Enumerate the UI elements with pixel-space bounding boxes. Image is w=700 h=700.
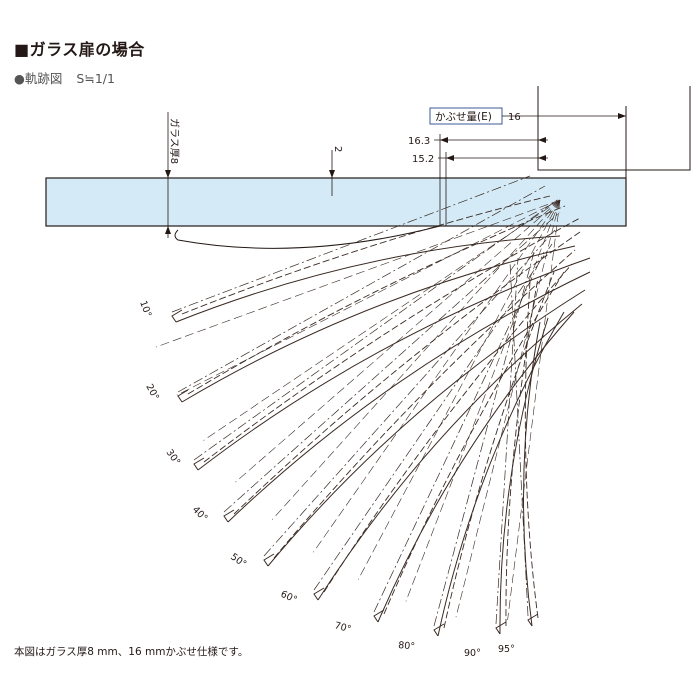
door-end-cap xyxy=(223,509,235,523)
angle-labels: 10° 20° 30° 40° 50° 60° 70° 80° 90° 95° xyxy=(137,299,515,659)
door-end-cap xyxy=(171,309,183,323)
door-trajectory-solid xyxy=(267,289,586,567)
angle-label: 40° xyxy=(190,504,210,524)
sweep-line xyxy=(203,199,561,441)
dim-16-3-label: 16.3 xyxy=(408,136,430,147)
closed-door-edge xyxy=(174,225,441,249)
trajectory-lines xyxy=(155,175,591,637)
arrow-head xyxy=(440,137,448,143)
arrow-head xyxy=(165,226,171,234)
door-trajectory-dashed xyxy=(203,217,581,463)
scale-label: S≒1/1 xyxy=(76,71,115,86)
glass-thickness-label: ガラス厚8 xyxy=(168,118,180,164)
angle-label: 30° xyxy=(164,447,183,467)
sweep-line xyxy=(455,199,561,618)
door-trajectory-solid xyxy=(377,311,575,623)
diagram-subtitle: ●軌跡図 S≒1/1 xyxy=(14,68,115,87)
angle-label: 95° xyxy=(498,644,515,655)
door-chord-line xyxy=(193,197,561,461)
dim-15-2-label: 15.2 xyxy=(412,154,434,165)
gap-dim-label: 2 xyxy=(332,146,343,152)
door-chord-line xyxy=(509,261,529,617)
door-trajectory-solid xyxy=(437,311,565,637)
angle-label: 80° xyxy=(398,640,416,652)
door-end-cap xyxy=(433,623,445,637)
door-trajectory-dashed xyxy=(187,205,566,395)
door-end-cap xyxy=(373,609,385,623)
cabinet-side-outline xyxy=(537,86,691,171)
door-trajectory-solid xyxy=(197,257,591,471)
page-title: ■ガラス扉の場合 xyxy=(14,40,145,59)
door-trajectory-dashed xyxy=(443,271,555,629)
door-trajectory-solid xyxy=(227,271,591,523)
arrow-head xyxy=(538,137,546,143)
sweep-line xyxy=(176,199,561,396)
door-trajectory-dashed xyxy=(273,249,576,559)
glass-door-panel xyxy=(45,177,627,227)
sweep-line xyxy=(405,199,561,602)
overlay-label: かぶせ量(E) xyxy=(435,111,492,123)
door-trajectory-solid xyxy=(499,317,549,635)
arrow-head xyxy=(329,170,335,178)
arrow-head xyxy=(618,113,626,119)
door-chord-line xyxy=(171,175,531,313)
arrow-head xyxy=(446,155,454,161)
footnote: 本図はガラス厚8 mm、16 mmかぶせ仕様です。 xyxy=(14,646,249,658)
sweep-line xyxy=(235,199,561,483)
arrow-head xyxy=(538,155,546,161)
sweep-line xyxy=(313,199,561,553)
door-end-cap xyxy=(313,587,325,601)
door-end-cap xyxy=(263,553,275,567)
door-trajectory-dashed xyxy=(524,281,539,619)
sweep-line xyxy=(272,199,561,520)
door-trajectory-solid xyxy=(181,245,576,403)
door-chord-line xyxy=(177,185,546,393)
angle-label: 90° xyxy=(464,648,481,659)
overlay-value: 16 xyxy=(508,112,521,123)
arrow-head xyxy=(165,170,171,178)
door-chord-line xyxy=(373,251,545,613)
door-trajectory-solid xyxy=(523,321,541,627)
door-trajectory-dashed xyxy=(505,277,539,627)
door-chord-line xyxy=(433,251,535,627)
sweep-line xyxy=(357,199,561,580)
door-chord-line xyxy=(495,257,519,625)
angle-label: 60° xyxy=(279,589,299,606)
door-end-cap xyxy=(177,389,189,403)
door-end-cap xyxy=(193,457,205,471)
door-chord-line xyxy=(263,229,556,557)
door-end-cap xyxy=(527,613,539,627)
angle-label: 70° xyxy=(333,620,352,635)
door-trajectory-solid xyxy=(175,235,561,323)
angle-label: 20° xyxy=(143,382,161,402)
angle-label: 50° xyxy=(228,551,248,570)
door-trajectory-dashed xyxy=(181,195,551,315)
door-chord-line xyxy=(313,243,553,591)
door-chord-line xyxy=(223,211,561,513)
door-trajectory-dashed xyxy=(233,231,581,515)
door-end-cap xyxy=(495,621,507,635)
subtitle-label: ●軌跡図 xyxy=(14,71,63,86)
sweep-line xyxy=(507,199,561,621)
sweep-line xyxy=(155,199,561,348)
angle-label: 10° xyxy=(137,299,153,319)
